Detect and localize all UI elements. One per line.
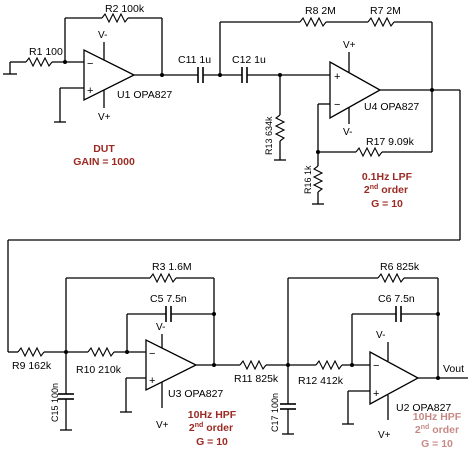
resistor-r16 bbox=[312, 165, 324, 193]
r11-label: R11 825k bbox=[234, 373, 279, 385]
c6-label: C6 7.5n bbox=[378, 293, 415, 305]
u2-pos-supply: V+ bbox=[378, 430, 391, 441]
c11-label: C11 1u bbox=[178, 54, 211, 66]
resistor-r11 bbox=[239, 359, 267, 371]
r7-label: R7 2M bbox=[370, 5, 401, 17]
dut-gain: GAIN = 1000 bbox=[73, 156, 135, 168]
resistor-r3 bbox=[149, 272, 177, 284]
r16-label: R16 1k bbox=[303, 165, 313, 194]
junction-dot bbox=[160, 73, 164, 77]
resistor-r8 bbox=[299, 16, 327, 28]
lpf-title: 0.1Hz LPF bbox=[362, 171, 413, 183]
r6-label: R6 825k bbox=[380, 261, 420, 273]
u3-pos-supply: V+ bbox=[156, 420, 169, 431]
hpf2-note: 10Hz HPF 2nd order G = 10 bbox=[413, 411, 462, 450]
hpf1-title: 10Hz HPF bbox=[188, 409, 237, 421]
u2-inverting-pin: − bbox=[373, 360, 379, 372]
resistor-r12 bbox=[315, 359, 343, 371]
resistor-r13 bbox=[274, 114, 286, 142]
hpf1-order: 2nd order bbox=[189, 422, 233, 434]
dut-title: DUT bbox=[93, 143, 115, 155]
r9-label: R9 162k bbox=[12, 360, 52, 372]
junction-dot bbox=[436, 312, 440, 316]
c17-label: C17 100n bbox=[270, 393, 280, 432]
hpf2-order: 2nd order bbox=[415, 424, 459, 436]
u3-neg-supply: V- bbox=[156, 322, 165, 333]
r10-label: R10 210k bbox=[76, 364, 122, 376]
u1-pos-supply: V+ bbox=[98, 112, 111, 123]
u1-label: U1 OPA827 bbox=[117, 89, 172, 101]
resistor-r1 bbox=[25, 56, 53, 68]
r8-label: R8 2M bbox=[305, 5, 336, 17]
resistor-r9 bbox=[17, 346, 45, 358]
hpf1-gain: G = 10 bbox=[196, 436, 228, 448]
vout-label: Vout bbox=[443, 363, 464, 375]
hpf2-title: 10Hz HPF bbox=[413, 411, 462, 423]
r13-label: R13 634k bbox=[264, 116, 274, 155]
u1-neg-supply: V- bbox=[98, 30, 107, 41]
u2-label: U2 OPA827 bbox=[396, 402, 451, 414]
u3-inverting-pin: − bbox=[149, 348, 155, 360]
resistor-r17 bbox=[355, 146, 383, 158]
u4-inverting-pin: − bbox=[334, 99, 340, 111]
u3-noninverting-pin: + bbox=[149, 375, 155, 387]
junction-dot bbox=[436, 376, 440, 380]
u4-noninverting-pin: + bbox=[334, 71, 340, 83]
opamp-u3 bbox=[145, 338, 198, 392]
lpf-gain: G = 10 bbox=[371, 198, 403, 210]
r3-label: R3 1.6M bbox=[152, 261, 192, 273]
junction-dot bbox=[212, 312, 216, 316]
resistor-r7 bbox=[367, 16, 395, 28]
u2-noninverting-pin: + bbox=[373, 388, 379, 400]
u2-neg-supply: V- bbox=[376, 330, 385, 341]
lpf-order: 2nd order bbox=[364, 184, 408, 196]
c15-label: C15 100n bbox=[50, 383, 60, 422]
resistor-r2 bbox=[101, 12, 129, 24]
r2-label: R2 100k bbox=[105, 3, 145, 15]
u3-label: U3 OPA827 bbox=[168, 388, 223, 400]
r12-label: R12 412k bbox=[298, 375, 344, 387]
opamp-u4 bbox=[329, 60, 382, 120]
junction-dot bbox=[212, 363, 216, 367]
u1-inverting-pin: − bbox=[87, 58, 93, 70]
input-ground-symbol bbox=[3, 62, 17, 75]
opamp-u2 bbox=[369, 350, 420, 406]
resistor-r10 bbox=[87, 346, 115, 358]
u4-neg-supply: V- bbox=[343, 127, 352, 138]
resistor-r6 bbox=[377, 272, 405, 284]
hpf2-gain: G = 10 bbox=[421, 438, 453, 450]
c5-label: C5 7.5n bbox=[150, 293, 187, 305]
r17-label: R17 9.09k bbox=[366, 136, 415, 148]
u4-pos-supply: V+ bbox=[343, 40, 356, 51]
r1-label: R1 100 bbox=[29, 46, 63, 58]
opamp-u1 bbox=[83, 48, 136, 102]
u1-noninverting-pin: + bbox=[87, 85, 93, 97]
c12-label: C12 1u bbox=[232, 54, 266, 66]
u4-label: U4 OPA827 bbox=[364, 101, 419, 113]
